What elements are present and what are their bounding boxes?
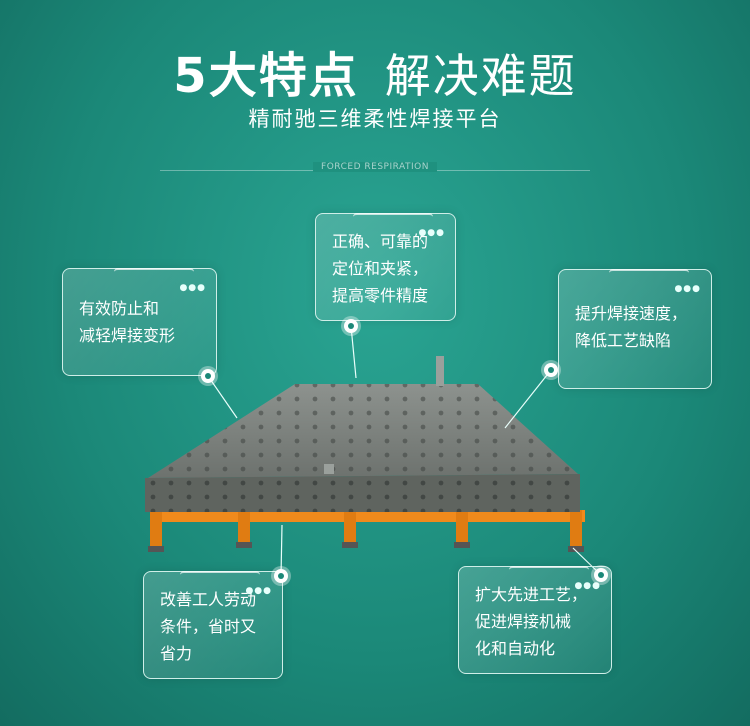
callout-automation: ●●● 扩大先进工艺， 促进焊接机械 化和自动化	[458, 566, 612, 674]
callout-precision: ●●● 正确、可靠的 定位和夹紧， 提高零件精度	[315, 213, 456, 321]
hero-subtitle: 精耐驰三维柔性焊接平台	[248, 107, 502, 131]
callout-tab	[180, 571, 260, 579]
dots-decor-icon: ●●●	[245, 586, 272, 596]
ring-marker-icon	[344, 319, 358, 333]
callout-tab	[353, 213, 433, 221]
dots-decor-icon: ●●●	[179, 283, 206, 293]
dots-decor-icon: ●●●	[574, 581, 601, 591]
divider-caption: FORCED RESPIRATION	[0, 162, 750, 172]
hero-title-bold: 5大特点	[173, 48, 359, 104]
ring-marker-icon	[201, 369, 215, 383]
callout-speed: ●●● 提升焊接速度， 降低工艺缺陷	[558, 269, 712, 389]
hero-title-light: 解决难题	[384, 49, 577, 103]
ring-marker-icon	[274, 569, 288, 583]
hero-title: 5大特点解决难题	[0, 36, 750, 106]
orange-stand	[148, 510, 585, 552]
ring-marker-icon	[594, 568, 608, 582]
callout-tab	[114, 268, 194, 276]
callout-labor: ●●● 改善工人劳动 条件，省时又 省力	[143, 571, 283, 679]
dots-decor-icon: ●●●	[418, 228, 445, 238]
ring-marker-icon	[544, 363, 558, 377]
callout-deformation: ●●● 有效防止和 减轻焊接变形	[62, 268, 217, 376]
callout-tab	[509, 566, 589, 574]
dots-decor-icon: ●●●	[674, 284, 701, 294]
callout-tab	[609, 269, 689, 277]
